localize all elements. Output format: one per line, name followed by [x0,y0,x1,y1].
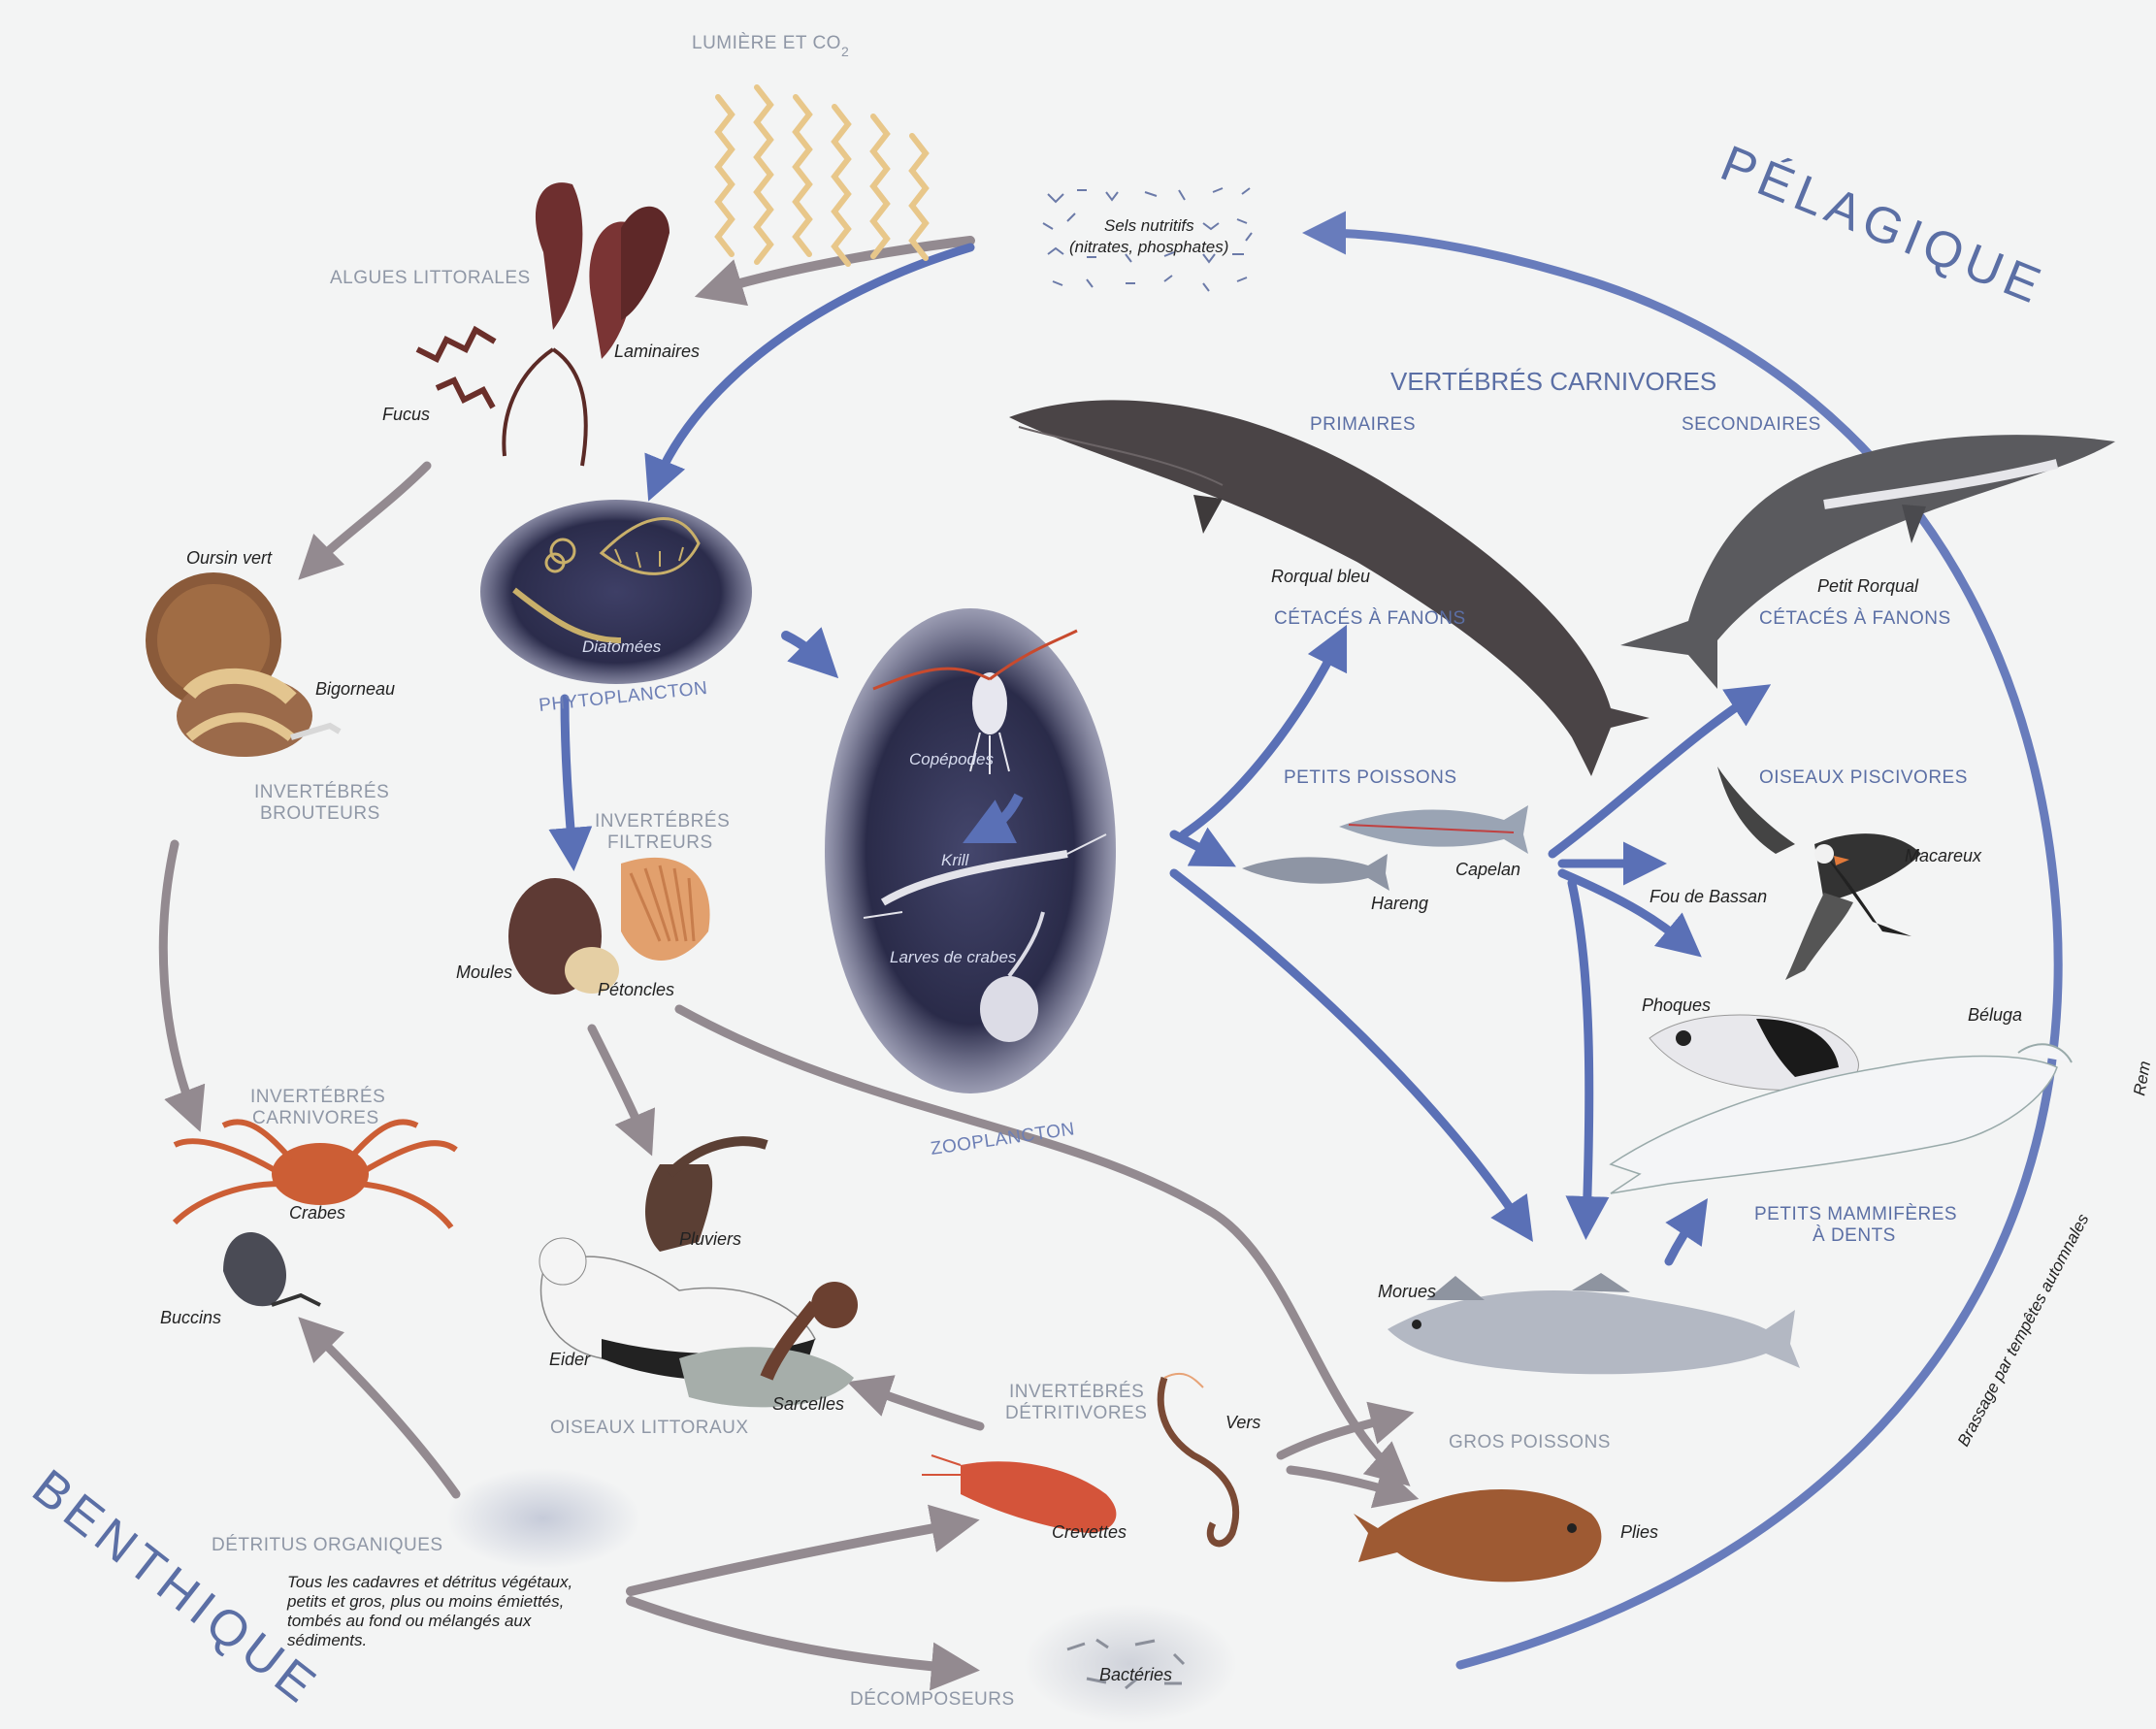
detritivores-caption-2: DÉTRITIVORES [1005,1403,1147,1423]
remontee-text: Rem [2130,1060,2154,1097]
crabes-label: Crabes [289,1203,345,1223]
petit-rorqual-illustration [1620,435,2115,689]
filtreurs-caption-2: FILTREURS [607,832,713,853]
oiseaux-piscivores-illustration [1717,767,1921,980]
pelagic-title: PÉLAGIQUE [1714,135,2053,316]
arrow-algae-oursin [310,466,427,568]
diatomees-label: Diatomées [582,637,662,656]
arrow-detritivores-sarcelles [864,1387,980,1426]
arrow-brouteurs-carnivores [163,844,194,1116]
arrow-detritus-crevettes [631,1523,961,1591]
plies-label: Plies [1620,1522,1658,1542]
fou-label: Fou de Bassan [1650,887,1767,906]
petit-rorqual-label: Petit Rorqual [1817,576,1919,596]
algae-illustration [417,182,670,466]
arrow-phyto-zoo [786,636,825,665]
carnivores-caption-1: INVERTÉBRÉS [250,1087,385,1107]
pluviers-label: Pluviers [679,1229,741,1249]
arrow-detritivores-plies [1290,1470,1402,1494]
hareng-label: Hareng [1371,894,1428,913]
eider-label: Eider [549,1350,591,1369]
detritus-desc-4: sédiments. [287,1631,367,1649]
detritivores-caption-1: INVERTÉBRÉS [1009,1382,1144,1402]
phoques-beluga-illustration [1611,1015,2072,1193]
detritus-desc-2: petits et gros, plus ou moins émiettés, [286,1592,564,1611]
plies-illustration [1354,1489,1601,1582]
brouteurs-caption-1: INVERTÉBRÉS [254,782,389,802]
vertebres-carnivores-title: VERTÉBRÉS CARNIVORES [1390,367,1716,396]
filtreurs-caption-1: INVERTÉBRÉS [595,811,730,832]
rorqual-bleu-label: Rorqual bleu [1271,567,1370,586]
nutrients-label-1: Sels nutritifs [1104,216,1194,235]
larves-label: Larves de crabes [890,948,1017,966]
morues-illustration [1388,1273,1800,1374]
krill-label: Krill [941,851,970,869]
mussels-scallops-illustration [508,858,710,995]
detritus-desc-3: tombés au fond ou mélangés aux [287,1612,532,1630]
primaires-caption: PRIMAIRES [1310,414,1416,435]
arrow-detritus-buccins [310,1329,456,1494]
arrow-detritivores-morues [1281,1417,1397,1455]
arrow-morues-mammiferes [1669,1213,1698,1261]
benthic-title: BENTHIQUE [22,1459,330,1717]
fucus-label: Fucus [382,405,430,424]
copepodes-label: Copépodes [909,750,994,768]
petits-mammiferes-caption-2: À DENTS [1813,1225,1896,1246]
cetaces-caption-2: CÉTACÉS À FANONS [1759,608,1951,629]
petits-poissons-caption: PETITS POISSONS [1284,767,1457,788]
arrow-fish-morues [1572,883,1589,1223]
detritus-desc-1: Tous les cadavres et détritus végétaux, [287,1573,572,1591]
laminaires-label: Laminaires [614,342,700,361]
detritus-cloud [446,1468,640,1569]
arrow-zoo-morues [1174,873,1523,1227]
arrow-zoo-rorqual [1184,640,1339,834]
capelan-label: Capelan [1455,860,1520,879]
decomposeurs-caption: DÉCOMPOSEURS [850,1689,1015,1710]
secondaires-caption: SECONDAIRES [1682,414,1821,435]
light-label: LUMIÈRE ET CO2 [692,33,849,59]
gros-poissons-caption: GROS POISSONS [1449,1432,1611,1452]
arrow-detritus-bacteries [631,1601,961,1669]
cetaces-caption-1: CÉTACÉS À FANONS [1274,608,1466,629]
moules-label: Moules [456,962,512,982]
bigorneau-label: Bigorneau [315,679,395,699]
oursin-bigorneau-illustration [146,572,340,757]
arrow-nutrients-phyto [655,247,970,485]
carnivores-caption-2: CARNIVORES [252,1108,379,1128]
morues-label: Morues [1378,1282,1436,1301]
crevettes-label: Crevettes [1052,1522,1127,1542]
arrow-moules-pluviers [592,1028,645,1140]
brouteurs-caption-2: BROUTEURS [260,803,380,824]
rorqual-bleu-illustration [1009,400,1650,776]
arrow-zoo-petits-poissons [1174,834,1221,859]
buccins-label: Buccins [160,1308,221,1327]
phoques-label: Phoques [1642,995,1711,1015]
vers-label: Vers [1225,1413,1260,1432]
bacteria-cloud [1024,1604,1237,1724]
arrow-phyto-filtreurs [565,699,572,854]
macareux-label: Macareux [1905,846,1982,865]
oiseaux-littoraux-caption: OISEAUX LITTORAUX [550,1418,749,1438]
nutrients-label-2: (nitrates, phosphates) [1069,238,1228,256]
oursin-label: Oursin vert [186,548,273,568]
arrow-nutrients-algae [713,241,970,291]
algae-caption: ALGUES LITTORALES [330,268,531,288]
sarcelles-label: Sarcelles [772,1394,844,1414]
detritus-caption: DÉTRITUS ORGANIQUES [212,1535,443,1555]
bacteries-label: Bactéries [1099,1665,1172,1684]
brassage-text: Brassage par tempêtes automnales [1954,1211,2093,1450]
petoncles-label: Pétoncles [598,980,674,999]
petits-mammiferes-caption-1: PETITS MAMMIFÈRES [1754,1204,1957,1224]
beluga-label: Béluga [1968,1005,2022,1025]
oiseaux-piscivores-caption: OISEAUX PISCIVORES [1759,767,1968,788]
sunlight-rays [718,87,926,264]
